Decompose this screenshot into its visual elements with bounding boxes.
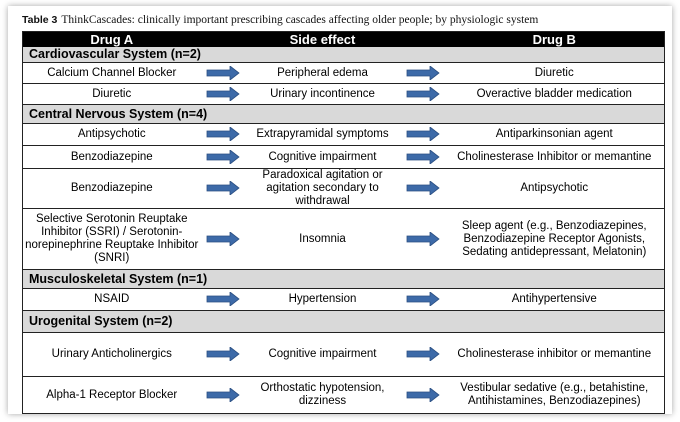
section-title: Central Nervous System (n=4) [22, 104, 665, 124]
table-row: Benzodiazepine Cognitive impairment Chol… [22, 145, 665, 169]
section-header: Central Nervous System (n=4) [22, 104, 665, 124]
header-drug-a: Drug A [22, 31, 201, 47]
arrow-right-icon [206, 149, 240, 164]
arrow-right-icon [406, 149, 440, 164]
table-row: Urinary Anticholinergics Cognitive impai… [22, 332, 665, 377]
side-effect-cell: Hypertension [244, 288, 401, 311]
side-effect-cell: Urinary incontinence [244, 83, 401, 105]
drug-a-cell: Benzodiazepine [22, 168, 201, 209]
section-header: Musculoskeletal System (n=1) [22, 269, 665, 289]
arrow-right-icon [406, 181, 440, 196]
drug-b-cell: Vestibular sedative (e.g., betahistine, … [444, 376, 665, 414]
side-effect-cell: Cognitive impairment [244, 332, 401, 377]
drug-a-cell: Benzodiazepine [22, 145, 201, 169]
drug-b-cell: Sleep agent (e.g., Benzodiazepines, Benz… [444, 208, 665, 270]
arrow-right-icon [206, 347, 240, 362]
arrow-right-icon [206, 231, 240, 246]
arrow-right-icon [406, 231, 440, 246]
table-row: Alpha-1 Receptor Blocker Orthostatic hyp… [22, 376, 665, 414]
side-effect-cell: Paradoxical agitation or agitation secon… [244, 168, 401, 209]
drug-a-cell: Calcium Channel Blocker [22, 62, 201, 84]
drug-b-cell: Cholinesterase inhibitor or memantine [444, 332, 665, 377]
drug-b-cell: Antipsychotic [444, 168, 665, 209]
drug-a-cell: Antipsychotic [22, 123, 201, 146]
arrow-right-icon [206, 86, 240, 101]
side-effect-cell: Peripheral edema [244, 62, 401, 84]
table-row: NSAID Hypertension Antihypertensive [22, 288, 665, 311]
arrow-right-icon [206, 181, 240, 196]
arrow-right-icon [206, 292, 240, 307]
section-title: Urogenital System (n=2) [22, 310, 665, 333]
drug-a-cell: Alpha-1 Receptor Blocker [22, 376, 201, 414]
table-row: Selective Serotonin Reuptake Inhibitor (… [22, 208, 665, 270]
cascades-table: Drug A Side effect Drug B Cardiovascular… [22, 31, 665, 414]
header-drug-b: Drug B [444, 31, 665, 47]
arrow-right-icon [206, 127, 240, 142]
drug-b-cell: Overactive bladder medication [444, 83, 665, 105]
table-row: Antipsychotic Extrapyramidal symptoms An… [22, 123, 665, 146]
header-side-effect: Side effect [244, 31, 401, 47]
arrow-right-icon [206, 387, 240, 402]
arrow-right-icon [406, 292, 440, 307]
drug-b-cell: Antiparkinsonian agent [444, 123, 665, 146]
drug-b-cell: Antihypertensive [444, 288, 665, 311]
arrow-right-icon [406, 65, 440, 80]
section-title: Cardiovascular System (n=2) [22, 47, 665, 63]
side-effect-cell: Cognitive impairment [244, 145, 401, 169]
table-row: Diuretic Urinary incontinence Overactive… [22, 83, 665, 105]
side-effect-cell: Insomnia [244, 208, 401, 270]
section-header: Cardiovascular System (n=2) [22, 47, 665, 63]
drug-a-cell: Diuretic [22, 83, 201, 105]
arrow-right-icon [406, 347, 440, 362]
arrow-right-icon [406, 387, 440, 402]
drug-b-cell: Cholinesterase Inhibitor or memantine [444, 145, 665, 169]
table-title: ThinkCascades: clinically important pres… [61, 14, 539, 26]
table-row: Benzodiazepine Paradoxical agitation or … [22, 168, 665, 209]
side-effect-cell: Orthostatic hypotension, dizziness [244, 376, 401, 414]
drug-a-cell: Urinary Anticholinergics [22, 332, 201, 377]
arrow-right-icon [406, 86, 440, 101]
drug-a-cell: Selective Serotonin Reuptake Inhibitor (… [22, 208, 201, 270]
arrow-right-icon [406, 127, 440, 142]
table-label: Table 3 [22, 14, 58, 26]
section-title: Musculoskeletal System (n=1) [22, 269, 665, 289]
drug-a-cell: NSAID [22, 288, 201, 311]
drug-b-cell: Diuretic [444, 62, 665, 84]
table-header-row: Drug A Side effect Drug B [22, 31, 665, 47]
table-row: Calcium Channel Blocker Peripheral edema… [22, 62, 665, 84]
arrow-right-icon [206, 65, 240, 80]
side-effect-cell: Extrapyramidal symptoms [244, 123, 401, 146]
section-header: Urogenital System (n=2) [22, 310, 665, 333]
